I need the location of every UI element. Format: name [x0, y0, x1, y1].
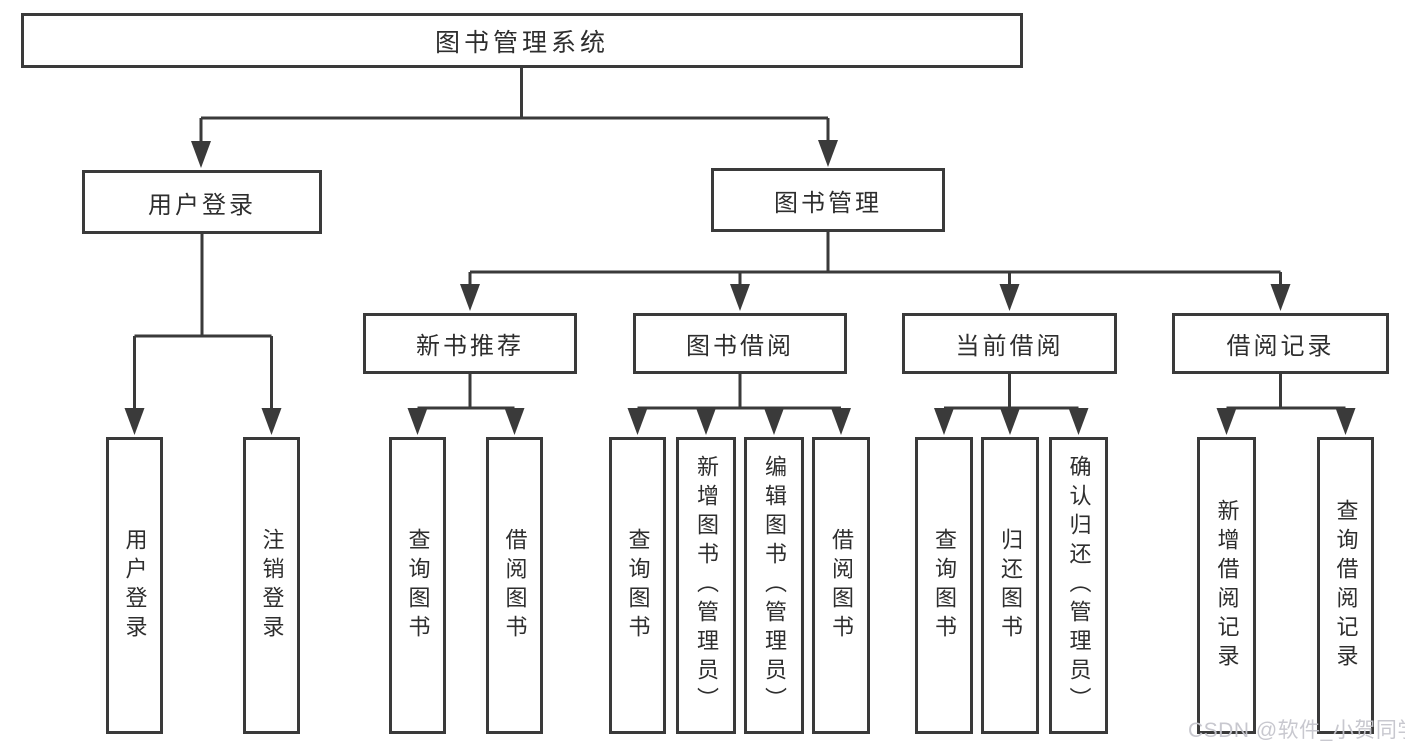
connector-borrow-records — [1216, 374, 1356, 435]
node-query-borrow-record: 查询借阅记录 — [1317, 437, 1374, 734]
node-edit-book-admin: 编辑图书（管理员） — [744, 437, 804, 734]
node-book-borrow: 图书借阅 — [633, 313, 847, 374]
connector-user-login — [124, 234, 282, 435]
node-logout-leaf: 注销登录 — [243, 437, 300, 734]
node-borrow-books-leaf: 借阅图书 — [812, 437, 870, 734]
node-book-borrow-label: 图书借阅 — [686, 333, 794, 360]
node-user-login-leaf: 用户登录 — [106, 437, 163, 734]
node-query-books-recommend: 查询图书 — [389, 437, 446, 734]
node-book-management: 图书管理 — [711, 168, 945, 232]
node-new-book-recommend-label: 新书推荐 — [416, 333, 524, 360]
node-borrow-books-recommend-label: 借阅图书 — [502, 527, 528, 644]
node-user-login-leaf-label: 用户登录 — [122, 527, 148, 644]
node-new-book-recommend: 新书推荐 — [363, 313, 577, 374]
node-borrow-books-leaf-label: 借阅图书 — [829, 527, 854, 644]
node-query-books-recommend-label: 查询图书 — [405, 527, 431, 644]
node-query-borrow-record-label: 查询借阅记录 — [1333, 498, 1359, 673]
node-add-book-admin: 新增图书（管理员） — [676, 437, 736, 734]
node-return-book-label: 归还图书 — [998, 527, 1023, 644]
node-confirm-return-admin: 确认归还（管理员） — [1049, 437, 1108, 734]
node-query-books-current-label: 查询图书 — [932, 527, 957, 644]
node-current-borrow-label: 当前借阅 — [955, 333, 1064, 360]
node-root-system: 图书管理系统 — [21, 13, 1023, 68]
node-query-books-current: 查询图书 — [915, 437, 973, 734]
connector-new-book-recommend — [407, 374, 525, 435]
node-return-book: 归还图书 — [981, 437, 1039, 734]
node-add-borrow-record: 新增借阅记录 — [1197, 437, 1256, 734]
connector-book-management — [460, 232, 1291, 311]
node-add-book-admin-label: 新增图书（管理员） — [694, 455, 719, 716]
node-book-management-label: 图书管理 — [774, 189, 882, 217]
node-query-books-borrow: 查询图书 — [609, 437, 666, 734]
connector-root — [191, 68, 838, 168]
connector-current-borrow — [934, 374, 1089, 435]
node-current-borrow: 当前借阅 — [902, 313, 1117, 374]
connector-book-borrow — [627, 374, 851, 435]
node-logout-leaf-label: 注销登录 — [259, 527, 285, 644]
node-user-login: 用户登录 — [82, 170, 322, 234]
node-borrow-books-recommend: 借阅图书 — [486, 437, 543, 734]
node-user-login-label: 用户登录 — [148, 191, 256, 219]
csdn-watermark: CSDN @软件_小贺同学 — [1188, 719, 1405, 742]
node-query-books-borrow-label: 查询图书 — [625, 527, 651, 644]
node-confirm-return-admin-label: 确认归还（管理员） — [1066, 455, 1092, 716]
node-add-borrow-record-label: 新增借阅记录 — [1214, 498, 1240, 673]
node-borrow-records: 借阅记录 — [1172, 313, 1389, 374]
node-edit-book-admin-label: 编辑图书（管理员） — [762, 455, 787, 716]
node-borrow-records-label: 借阅记录 — [1226, 333, 1335, 360]
node-root-label: 图书管理系统 — [434, 28, 609, 57]
